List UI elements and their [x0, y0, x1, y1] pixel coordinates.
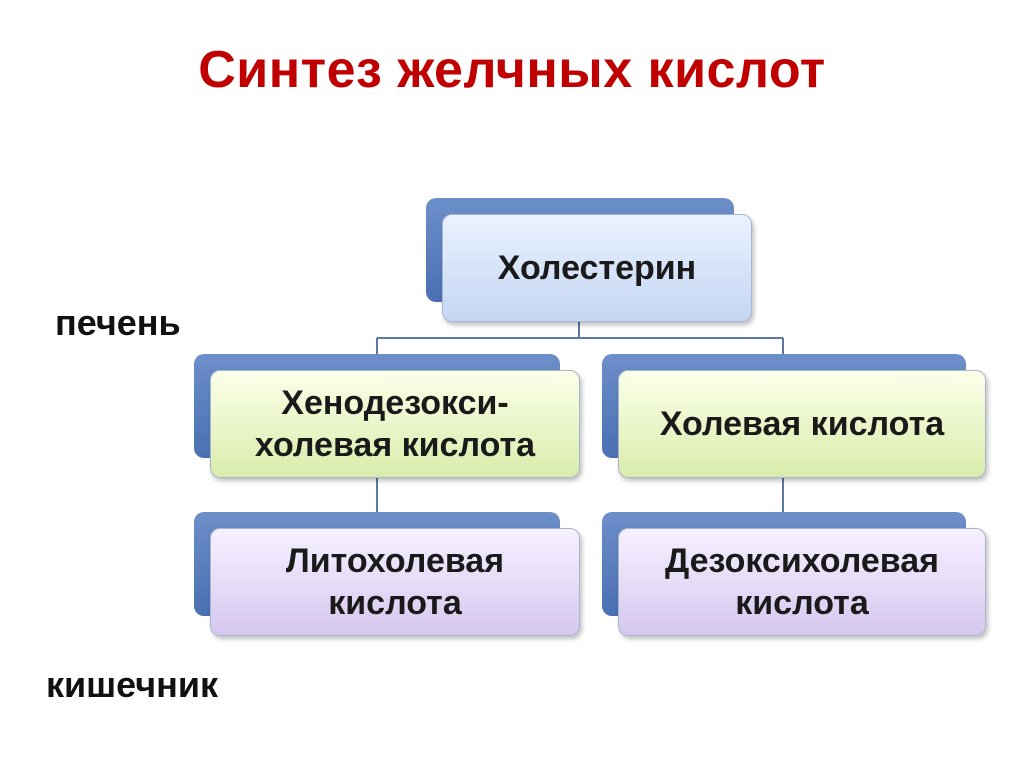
node-chenodeoxycholic-line1: Хенодезокси- [281, 383, 509, 422]
node-lithocholic-line1: Литохолевая [285, 541, 505, 580]
node-cholic-label: Холевая кислота [659, 404, 945, 443]
node-deoxycholic-box: Дезоксихолевая кислота [618, 528, 986, 636]
node-deoxycholic-line1: Дезоксихолевая [665, 541, 939, 580]
node-chenodeoxycholic-box: Хенодезокси- холевая кислота [210, 370, 580, 478]
node-cholesterol-label: Холестерин [497, 248, 697, 287]
node-chenodeoxycholic-line2: холевая кислота [254, 426, 536, 464]
intestine-label: кишечник [46, 664, 219, 705]
liver-label: печень [55, 302, 181, 343]
node-lithocholic-line2: кислота [328, 584, 462, 622]
node-deoxycholic-line2: кислота [735, 584, 869, 622]
page-title: Синтез желчных кислот [198, 41, 826, 99]
node-lithocholic-box: Литохолевая кислота [210, 528, 580, 636]
node-cholesterol-box: Холестерин [442, 214, 752, 322]
node-cholic-box: Холевая кислота [618, 370, 986, 478]
